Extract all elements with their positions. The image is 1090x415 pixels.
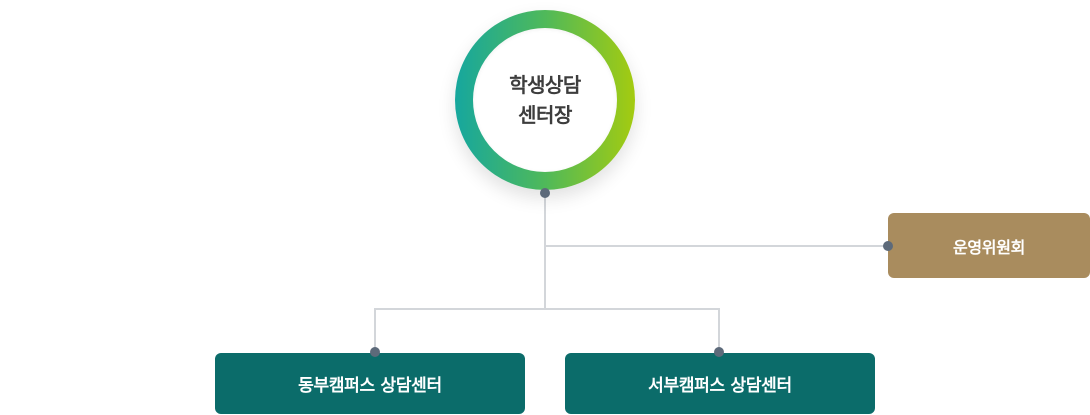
west-connector-dot <box>714 347 724 357</box>
east-connector-dot <box>370 347 380 357</box>
root-node-center-director: 학생상담 센터장 <box>455 10 635 190</box>
root-node-inner: 학생상담 센터장 <box>473 28 617 172</box>
west-campus-center-box: 서부캠퍼스 상담센터 <box>565 353 875 414</box>
root-label-line2: 센터장 <box>518 103 572 127</box>
operating-committee-label: 운영위원회 <box>952 237 1026 257</box>
root-label-line1: 학생상담 <box>509 73 581 97</box>
east-campus-center-label: 동부캠퍼스 상담센터 <box>298 376 442 396</box>
root-connector-dot <box>540 188 550 198</box>
committee-connector-dot <box>883 241 893 251</box>
west-campus-center-label: 서부캠퍼스 상담센터 <box>648 376 792 396</box>
east-campus-center-box: 동부캠퍼스 상담센터 <box>215 353 525 414</box>
operating-committee-box: 운영위원회 <box>888 213 1090 278</box>
